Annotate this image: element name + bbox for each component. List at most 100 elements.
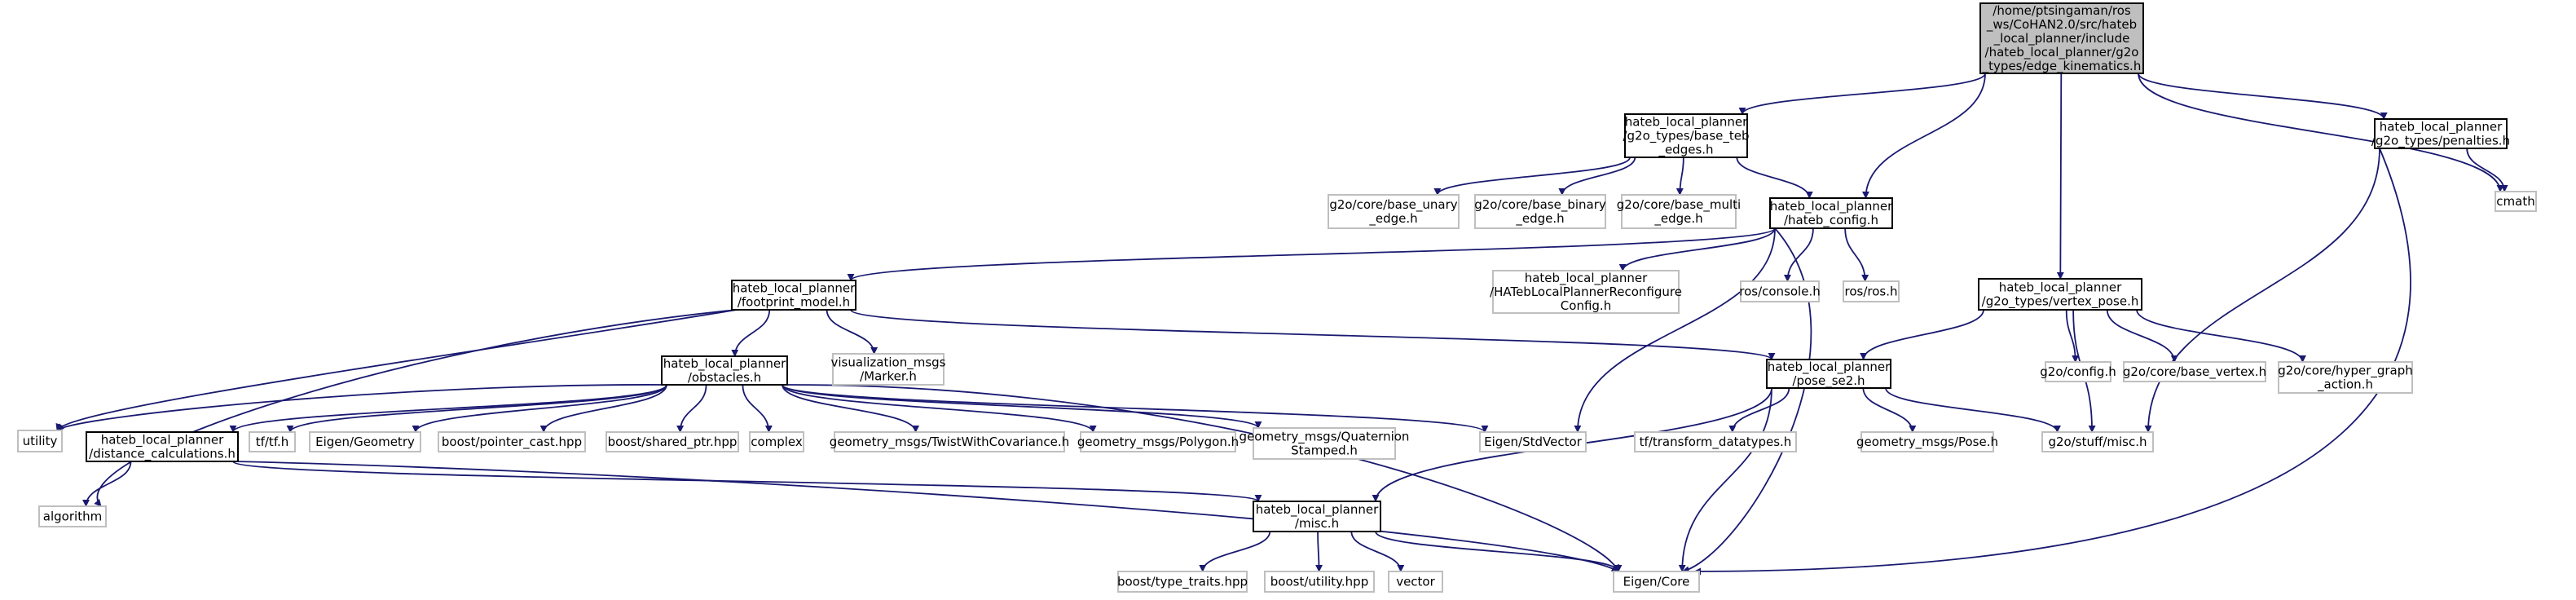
node-label-line: boost/pointer_cast.hpp xyxy=(442,435,582,450)
edge-hateb-config-to-eigen-stdvector xyxy=(1574,227,1776,433)
edge-hateb-config-to-ros-ros xyxy=(1844,227,1869,282)
edge-edge-kinematics-to-cmath xyxy=(2138,73,2504,192)
node-label-line: Eigen/Geometry xyxy=(315,435,415,449)
node-polygon: geometry_msgs/Polygon.h xyxy=(1077,431,1239,452)
node-penalties[interactable]: hateb_local_planner/g2o_types/penalties.… xyxy=(2371,118,2510,149)
node-label-line: geometry_msgs/Pose.h xyxy=(1856,435,1998,450)
node-label-line: boost/utility.hpp xyxy=(1270,575,1368,589)
node-label-line: g2o/core/hyper_graph xyxy=(2278,364,2413,379)
node-vertex-pose[interactable]: hateb_local_planner/g2o_types/vertex_pos… xyxy=(1978,278,2142,311)
node-label-line: g2o/core/base_unary xyxy=(1329,197,1457,213)
node-label-line: utility xyxy=(23,434,58,448)
edge-pose-se2-to-g2o-misc xyxy=(1885,387,2061,433)
node-pointer-cast: boost/pointer_cast.hpp xyxy=(438,431,586,452)
edge-obstacles-to-complex xyxy=(742,384,773,433)
node-box xyxy=(834,431,1065,452)
node-box xyxy=(1328,194,1460,229)
node-edge-kinematics[interactable]: /home/ptsingaman/ros_ws/CoHAN2.0/src/hat… xyxy=(1979,2,2144,74)
edge-footprint-model-to-utility xyxy=(55,309,738,431)
node-geometry-pose: geometry_msgs/Pose.h xyxy=(1856,431,1998,452)
node-base-vertex: g2o/core/base_vertex.h xyxy=(2123,361,2266,382)
edge-vertex-pose-to-hyper-graph-action xyxy=(2136,309,2306,363)
node-box xyxy=(1264,571,1375,593)
node-hateb-config[interactable]: hateb_local_planner/hateb_config.h xyxy=(1769,197,1893,229)
edge-base-teb-edges-to-hateb-config xyxy=(1736,157,1813,199)
edge-footprint-model-to-visualization-marker xyxy=(826,309,878,355)
node-label-line: /pose_se2.h xyxy=(1792,373,1865,389)
edge-base-teb-edges-to-base-multi-edge xyxy=(1676,157,1684,196)
node-label-line: /misc.h xyxy=(1295,516,1339,531)
node-label-line: /Marker.h xyxy=(860,369,917,384)
node-label-line: /hateb_config.h xyxy=(1784,213,1878,228)
node-label-line: /distance_calculations.h xyxy=(89,447,236,462)
edge-obstacles-to-tf-tf xyxy=(286,384,667,433)
edge-penalties-to-cmath xyxy=(2466,148,2508,192)
node-label-line: _edge.h xyxy=(1515,211,1564,227)
edge-hateb-config-to-eigen-core xyxy=(1681,227,1812,574)
node-complex: complex xyxy=(749,431,804,452)
node-box xyxy=(38,505,107,527)
node-label-line: _edge.h xyxy=(1368,211,1417,227)
edge-footprint-model-to-obstacles xyxy=(731,309,771,357)
edge-footprint-model-to-algorithm xyxy=(94,309,738,507)
node-label-line: hateb_local_planner xyxy=(733,281,856,297)
edge-obstacles-to-eigen-core xyxy=(782,384,1619,572)
node-box xyxy=(1766,359,1891,389)
node-label-line: _ws/CoHAN2.0/src/hateb xyxy=(1986,17,2137,33)
node-box xyxy=(1634,431,1797,452)
edge-obstacles-to-polygon xyxy=(782,384,1097,433)
edge-obstacles-to-twist-with-covariance xyxy=(782,384,920,433)
node-ros-console: ros/console.h xyxy=(1739,280,1821,302)
edge-penalties-to-eigen-core xyxy=(1693,148,2411,576)
node-label-line: Stamped.h xyxy=(1291,443,1358,458)
node-box xyxy=(86,431,239,462)
node-misc[interactable]: hateb_local_planner/misc.h xyxy=(1253,501,1381,532)
node-label-line: g2o/core/base_binary xyxy=(1474,197,1606,213)
node-box xyxy=(1388,571,1443,593)
node-label-line: /g2o_types/vertex_pose.h xyxy=(1982,294,2139,310)
node-pose-se2[interactable]: hateb_local_planner/pose_se2.h xyxy=(1766,359,1891,389)
node-label-line: hateb_local_planner xyxy=(663,356,786,372)
node-box xyxy=(2278,361,2413,394)
node-label-line: ros/ros.h xyxy=(1845,285,1898,299)
edge-vertex-pose-to-g2o-config xyxy=(2065,309,2080,363)
node-footprint-model[interactable]: hateb_local_planner/footprint_model.h xyxy=(731,280,856,311)
node-distance-calculations[interactable]: hateb_local_planner/distance_calculation… xyxy=(86,431,239,462)
edge-edge-kinematics-to-penalties xyxy=(2138,73,2388,120)
node-label-line: Config.h xyxy=(1561,298,1611,313)
node-label-line: geometry_msgs/Quaternion xyxy=(1240,430,1410,445)
edge-vertex-pose-to-base-vertex xyxy=(2106,309,2178,363)
node-label-line: Eigen/Core xyxy=(1623,575,1690,589)
node-reconfigure-config: hateb_local_planner/HATebLocalPlannerRec… xyxy=(1490,270,1682,314)
edge-vertex-pose-to-pose-se2 xyxy=(1860,309,1984,360)
node-algorithm: algorithm xyxy=(38,505,107,527)
edge-obstacles-to-eigen-geometry xyxy=(412,384,667,433)
node-label-line: /g2o_types/base_teb xyxy=(1623,129,1749,144)
node-box xyxy=(2123,361,2266,382)
node-obstacles[interactable]: hateb_local_planner/obstacles.h xyxy=(661,355,788,386)
node-label-line: g2o/config.h xyxy=(2040,364,2116,379)
node-base-teb-edges[interactable]: hateb_local_planner/g2o_types/base_teb_e… xyxy=(1623,113,1750,158)
node-label-line: /obstacles.h xyxy=(688,370,761,385)
node-box xyxy=(1479,431,1587,452)
edge-edge-kinematics-to-vertex-pose xyxy=(2056,73,2064,280)
node-box xyxy=(1474,194,1606,229)
node-transform-datatypes: tf/transform_datatypes.h xyxy=(1634,431,1797,452)
edge-obstacles-to-eigen-stdvector xyxy=(782,384,1489,433)
node-label-line: complex xyxy=(751,435,803,449)
node-label-line: geometry_msgs/Polygon.h xyxy=(1077,435,1239,450)
node-label-line: g2o/stuff/misc.h xyxy=(2048,435,2147,449)
node-base-multi-edge: g2o/core/base_multi_edge.h xyxy=(1617,194,1741,229)
node-vector: vector xyxy=(1388,571,1443,593)
node-hyper-graph-action: g2o/core/hyper_graph_action.h xyxy=(2278,361,2413,394)
edge-hateb-config-to-ros-console xyxy=(1783,227,1814,282)
node-box xyxy=(1860,431,1994,452)
node-base-unary-edge: g2o/core/base_unary_edge.h xyxy=(1328,194,1460,229)
edge-obstacles-to-quaternion-stamped xyxy=(782,384,1262,429)
edge-edge-kinematics-to-hateb-config xyxy=(1861,73,1986,199)
node-eigen-core: Eigen/Core xyxy=(1613,571,1700,593)
node-label-line: ros/console.h xyxy=(1739,285,1820,299)
edge-pose-se2-to-geometry-pose xyxy=(1862,387,1917,433)
node-box xyxy=(1740,280,1820,302)
